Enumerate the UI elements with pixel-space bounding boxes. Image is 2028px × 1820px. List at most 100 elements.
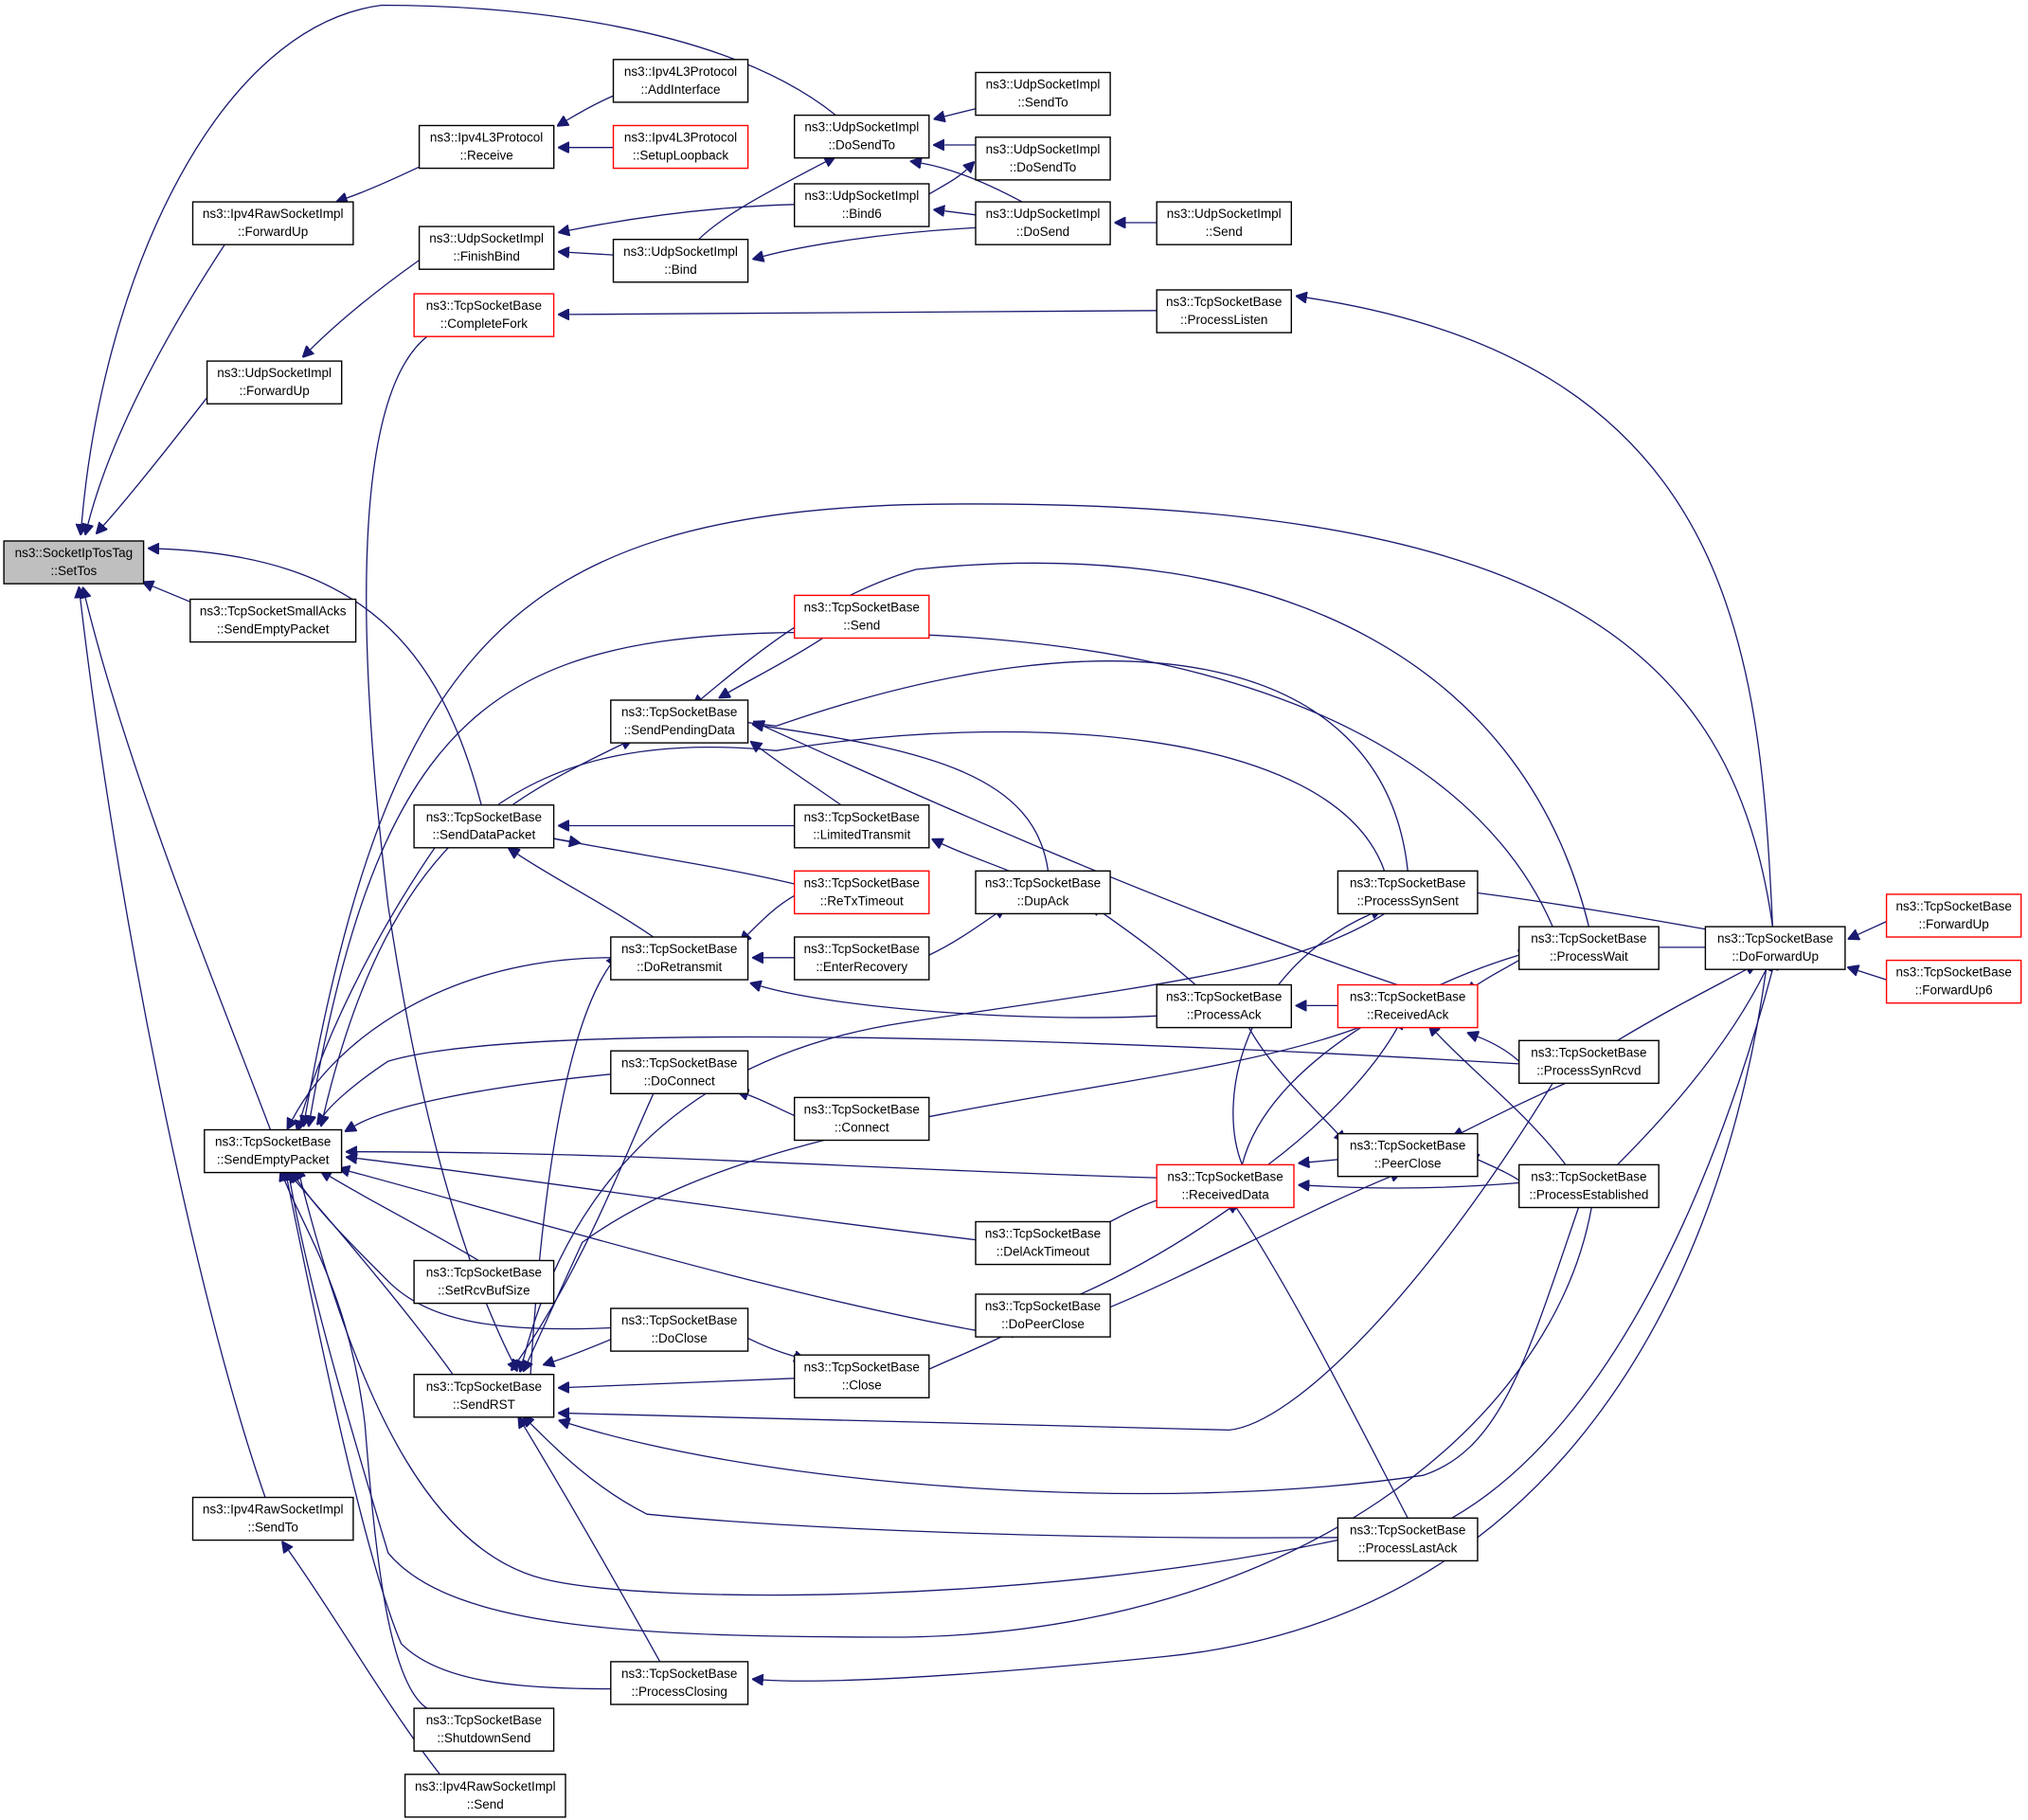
node-method-label: ::PeerClose [1374,1157,1442,1171]
edge-tcpSend-to-tcpSendPending [728,637,824,692]
node-method-label: ::ProcessLastAck [1358,1541,1458,1555]
node-tcpForwardUp[interactable]: ns3::TcpSocketBase::ForwardUp [1885,893,2022,938]
edge-tcpDupAck-to-tcpLimitedTx [942,844,1010,872]
node-tcpCompleteFork[interactable]: ns3::TcpSocketBase::CompleteFork [413,293,555,337]
node-tcpConnect[interactable]: ns3::TcpSocketBase::Connect [794,1096,930,1142]
node-class-label: ns3::UdpSocketImpl [986,142,1101,156]
node-box [1885,893,2022,938]
node-udpSend[interactable]: ns3::UdpSocketImpl::Send [1156,201,1292,245]
node-ipv4RawForwardUp[interactable]: ns3::Ipv4RawSocketImpl::ForwardUp [191,201,354,245]
node-ipv4L3AddIf[interactable]: ns3::Ipv4L3Protocol::AddInterface [612,59,749,103]
node-method-label: ::EnterRecovery [816,960,907,974]
node-tcpDoPeerClose[interactable]: ns3::TcpSocketBase::DoPeerClose [975,1293,1111,1338]
node-tcpSendPending[interactable]: ns3::TcpSocketBase::SendPendingData [610,699,749,744]
node-tcpClose[interactable]: ns3::TcpSocketBase::Close [794,1354,930,1398]
node-udpSendTo[interactable]: ns3::UdpSocketImpl::SendTo [975,71,1111,117]
node-tcpDupAck[interactable]: ns3::TcpSocketBase::DupAck [975,870,1111,915]
node-method-label: ::SetupLoopback [633,149,729,163]
edge-udpDoSend-to-udpBind [763,226,977,256]
node-method-label: ::DoForwardUp [1732,949,1819,964]
node-tcpSetRcvBuf[interactable]: ns3::TcpSocketBase::SetRcvBufSize [413,1259,555,1305]
node-setTos[interactable]: ns3::SocketIpTosTag::SetTos [3,540,145,585]
node-class-label: ns3::Ipv4L3Protocol [624,131,737,145]
node-tcpDelAck[interactable]: ns3::TcpSocketBase::DelAckTimeout [975,1220,1111,1266]
node-class-label: ns3::Ipv4L3Protocol [624,64,737,79]
node-ipv4L3Receive[interactable]: ns3::Ipv4L3Protocol::Receive [418,124,555,170]
node-box [794,594,930,640]
node-ipv4L3Loopback[interactable]: ns3::Ipv4L3Protocol::SetupLoopback [612,124,749,170]
node-class-label: ns3::Ipv4RawSocketImpl [415,1779,556,1793]
edge-tcpProcessLastAck-to-tcpDoForwardUp [1451,969,1773,1519]
node-tcpReceivedData[interactable]: ns3::TcpSocketBase::ReceivedData [1156,1163,1295,1209]
edge-tcpDoPeerClose-to-tcpPeerClose [1109,1177,1391,1308]
edge-tcpCompleteFork-to-tcpSendRST [366,335,512,1361]
edge-tcpForwardUp-to-tcpDoForwardUp [1858,921,1887,935]
node-udpForwardUp[interactable]: ns3::UdpSocketImpl::ForwardUp [206,360,343,405]
node-method-label: ::ForwardUp [1919,917,1989,931]
node-tcpSendRST[interactable]: ns3::TcpSocketBase::SendRST [413,1373,555,1418]
edge-tcpDoConnect-to-tcpSendEmpty [354,1073,611,1126]
node-tcpReTxTimeout[interactable]: ns3::TcpSocketBase::ReTxTimeout [794,870,930,915]
node-tcpEnterRecovery[interactable]: ns3::TcpSocketBase::EnterRecovery [794,936,930,981]
node-class-label: ns3::TcpSocketBase [1531,931,1646,946]
node-tcpProcessLastAck[interactable]: ns3::TcpSocketBase::ProcessLastAck [1337,1517,1479,1562]
node-method-label: ::DoSendTo [829,138,896,153]
node-class-label: ns3::TcpSocketBase [426,1713,542,1727]
node-udpFinishBind[interactable]: ns3::UdpSocketImpl::FinishBind [418,225,555,270]
node-udpDoSendTo[interactable]: ns3::UdpSocketImpl::DoSendTo [794,114,930,159]
node-tcpForwardUp6[interactable]: ns3::TcpSocketBase::ForwardUp6 [1885,959,2022,1004]
node-tcpProcessListen[interactable]: ns3::TcpSocketBase::ProcessListen [1156,289,1292,333]
node-tcpDoConnect[interactable]: ns3::TcpSocketBase::DoConnect [610,1050,749,1094]
node-tcpDoForwardUp[interactable]: ns3::TcpSocketBase::DoForwardUp [1704,926,1846,970]
node-method-label: ::SendEmptyPacket [217,1153,330,1167]
node-tcpProcessClosing[interactable]: ns3::TcpSocketBase::ProcessClosing [610,1661,749,1705]
edge-tcpProcessClosing-to-tcpSendEmpty [287,1180,611,1690]
node-class-label: ns3::TcpSocketBase [804,1103,920,1117]
node-tcpPeerClose[interactable]: ns3::TcpSocketBase::PeerClose [1337,1132,1479,1178]
node-box [1156,1163,1295,1209]
node-tcpProcessWait[interactable]: ns3::TcpSocketBase::ProcessWait [1517,926,1660,970]
edge-ipv4L3Receive-to-ipv4RawForwardUp [347,166,420,198]
node-tcpReceivedAck[interactable]: ns3::TcpSocketBase::ReceivedAck [1337,983,1479,1029]
node-tcpLimitedTx[interactable]: ns3::TcpSocketBase::LimitedTransmit [794,804,930,849]
node-method-label: ::ShutdownSend [437,1731,530,1745]
node-tcpProcessSynSent[interactable]: ns3::TcpSocketBase::ProcessSynSent [1337,870,1479,915]
edge-ipv4RawSendTo-to-setTos [81,598,266,1498]
node-tcpProcessSynRcvd[interactable]: ns3::TcpSocketBase::ProcessSynRcvd [1517,1039,1660,1085]
node-tcpDoClose[interactable]: ns3::TcpSocketBase::DoClose [610,1307,749,1352]
node-class-label: ns3::Ipv4L3Protocol [430,131,543,145]
node-ipv4RawSendTo[interactable]: ns3::Ipv4RawSocketImpl::SendTo [191,1496,354,1541]
node-tcpSmallAcks[interactable]: ns3::TcpSocketSmallAcks::SendEmptyPacket [189,598,357,643]
node-method-label: ::SendEmptyPacket [217,622,330,637]
node-box [612,238,749,283]
node-ipv4RawSend[interactable]: ns3::Ipv4RawSocketImpl::Send [404,1774,566,1818]
node-tcpSendDataPacket[interactable]: ns3::TcpSocketBase::SendDataPacket [413,804,555,849]
node-method-label: ::Connect [835,1120,889,1134]
node-box [404,1774,566,1818]
node-method-label: ::Bind6 [842,207,882,221]
node-tcpDoRetransmit[interactable]: ns3::TcpSocketBase::DoRetransmit [610,936,749,981]
edge-tcpProcessSynRcvd-to-tcpDoForwardUp [1617,969,1748,1041]
node-box [610,699,749,744]
edge-udpBind6-to-udpFinishBind [569,204,795,230]
edge-tcpReceivedAck-to-tcpSendPending [763,726,1398,986]
node-udpBind[interactable]: ns3::UdpSocketImpl::Bind [612,238,749,283]
node-tcpProcessAck[interactable]: ns3::TcpSocketBase::ProcessAck [1156,983,1292,1029]
node-udpDoSend[interactable]: ns3::UdpSocketImpl::DoSend [975,201,1111,245]
node-udpDoSendTo2[interactable]: ns3::UdpSocketImpl::DoSendTo [975,136,1111,181]
node-tcpShutdownSend[interactable]: ns3::TcpSocketBase::ShutdownSend [413,1707,555,1752]
node-class-label: ns3::TcpSocketBase [1717,931,1833,946]
node-box [413,1259,555,1305]
node-udpBind6[interactable]: ns3::UdpSocketImpl::Bind6 [794,183,930,227]
node-box [1156,201,1292,245]
edge-tcpSetRcvBuf-to-tcpSendEmpty [330,1177,479,1262]
node-tcpSendEmpty[interactable]: ns3::TcpSocketBase::SendEmptyPacket [204,1128,343,1174]
edge-tcpProcessLastAck-to-tcpSendRST [530,1424,1338,1539]
node-method-label: ::FinishBind [453,249,520,263]
node-tcpSend[interactable]: ns3::TcpSocketBase::Send [794,594,930,640]
node-class-label: ns3::SocketIpTosTag [15,546,134,560]
edge-tcpSendEmpty-to-setTos [85,598,272,1130]
node-box [610,1307,749,1352]
node-tcpProcessEstab[interactable]: ns3::TcpSocketBase::ProcessEstablished [1517,1163,1660,1209]
